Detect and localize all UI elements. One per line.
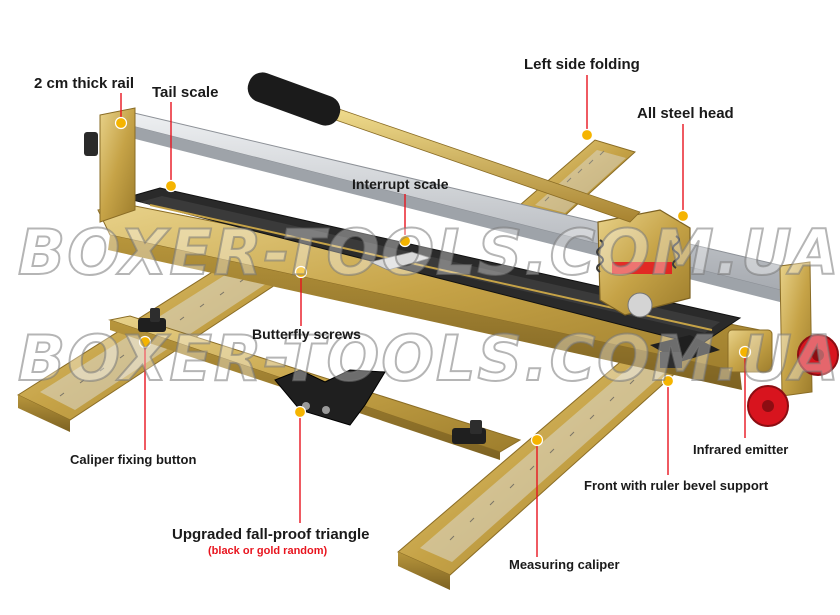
caliper-clamp-left bbox=[138, 308, 166, 332]
label-steel-head: All steel head bbox=[637, 105, 734, 122]
base-frame bbox=[97, 187, 761, 390]
callout-dot-infrared bbox=[738, 345, 752, 359]
callout-dot-tail-scale bbox=[164, 179, 178, 193]
callout-dot-caliper-fixing bbox=[138, 335, 152, 349]
watermark-line-2: BOXER-TOOLS.COM.UA bbox=[17, 322, 840, 395]
caliper-clamp-right bbox=[452, 420, 486, 444]
cutting-head bbox=[596, 209, 691, 318]
label-interrupt-scale: Interrupt scale bbox=[352, 176, 449, 192]
label-front-support: Front with ruler bevel support bbox=[584, 478, 769, 493]
watermark-line-1: BOXER-TOOLS.COM.UA bbox=[17, 216, 840, 289]
callout-dot-left-folding bbox=[580, 128, 594, 142]
front-ruler-support bbox=[650, 335, 720, 368]
callout-dot-measuring bbox=[530, 433, 544, 447]
label-rail: 2 cm thick rail bbox=[34, 75, 135, 92]
callout-dot-steel-head bbox=[676, 209, 690, 223]
label-tail-scale: Tail scale bbox=[152, 84, 219, 101]
label-triangle-note: (black or gold random) bbox=[208, 545, 328, 557]
label-caliper-fixing: Caliper fixing button bbox=[70, 452, 197, 467]
callout-dot-butterfly bbox=[294, 265, 308, 279]
label-left-folding: Left side folding bbox=[524, 56, 640, 73]
lever-handle bbox=[247, 72, 641, 223]
label-triangle: Upgraded fall-proof triangle bbox=[172, 526, 370, 543]
callout-dot-rail bbox=[114, 116, 128, 130]
callout-dot-front-support bbox=[661, 374, 675, 388]
label-measuring: Measuring caliper bbox=[509, 557, 620, 572]
callout-dots bbox=[114, 116, 752, 447]
red-wheels bbox=[747, 334, 839, 427]
callout-dot-triangle bbox=[293, 405, 307, 419]
label-infrared: Infrared emitter bbox=[693, 442, 789, 457]
callout-dot-interrupt-scale bbox=[398, 234, 412, 248]
label-butterfly: Butterfly screws bbox=[252, 326, 361, 342]
callout-lines bbox=[120, 75, 746, 557]
fall-proof-triangle bbox=[274, 369, 386, 426]
